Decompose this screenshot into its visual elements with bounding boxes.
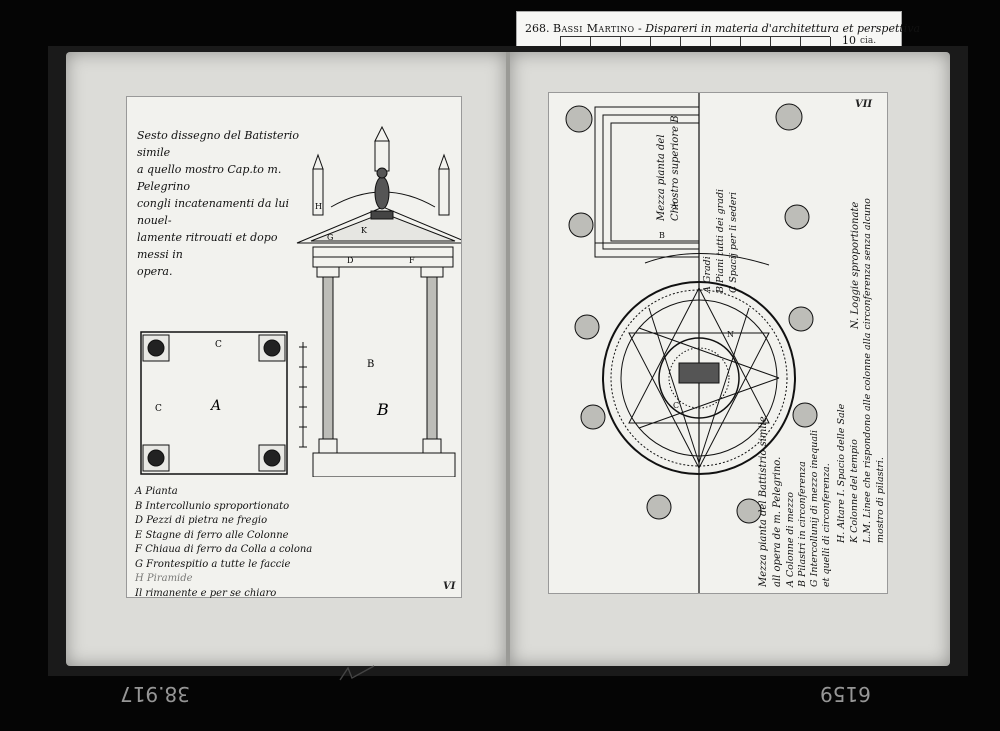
right-page: A B C N Mezza pianta del Chiostro superi…	[510, 52, 950, 666]
half-plan-drawing: A B C N	[565, 93, 818, 593]
plate-caption: Sesto dissegno del Batisterio simile a q…	[137, 129, 299, 278]
handwritten-number-right: 6159	[820, 682, 871, 706]
column-markers	[565, 103, 818, 524]
label-text: 268. Bassi Martino - Dispareri in materi…	[525, 22, 921, 35]
arch-elevation	[296, 125, 461, 477]
svg-text:N: N	[727, 330, 734, 339]
left-page-number: VI	[443, 581, 456, 592]
inner-title: Mezza pianta del Chiostro superiore B	[656, 115, 681, 221]
author-name: Bassi Martino	[553, 22, 635, 35]
elevation-letter-g: G	[327, 233, 333, 242]
left-page: Sesto dissegno del Batisterio simile a q…	[66, 52, 506, 681]
plate-legend: A Pianta B Intercollunio sproportionato …	[135, 486, 313, 599]
handwritten-number-left: 38.917	[120, 682, 190, 706]
elevation-letter-b: B	[367, 359, 374, 370]
ruler-suffix: cia.	[860, 36, 877, 46]
elevation-letter-d: D	[347, 256, 353, 265]
archive-label: 268. Bassi Martino - Dispareri in materi…	[516, 11, 920, 51]
svg-text:A: A	[670, 201, 677, 210]
book-gutter	[506, 52, 512, 666]
elevation-letter-k: K	[361, 226, 368, 235]
plan-square	[140, 331, 288, 475]
svg-text:C: C	[673, 401, 679, 410]
book-spread: Sesto dissegno del Batisterio simile a q…	[48, 46, 968, 681]
legend-plan-title: Mezza pianta del Battistrio simile all o…	[758, 416, 783, 587]
catalog-number: 268.	[525, 22, 550, 35]
book-title: Dispareri in materia d'architettura et p…	[645, 22, 921, 35]
legend-columns: A Colonne di mezzo B Pilastri in circonf…	[785, 429, 832, 587]
left-plate: Sesto dissegno del Batisterio simile a q…	[126, 96, 462, 599]
elevation-letter-f: F	[409, 256, 415, 265]
right-plate: A B C N Mezza pianta del Chiostro superi…	[548, 92, 888, 594]
scale-ruler	[560, 36, 831, 47]
elevation-letter-b-large: B	[376, 400, 389, 419]
ruler-mark: 10	[842, 34, 856, 47]
plan-letter-a: A	[209, 398, 221, 414]
right-page-number: VII	[855, 99, 873, 110]
legend-loggie: N. Loggie sproportionate	[850, 201, 861, 329]
elevation-letter-h: H	[315, 202, 322, 211]
svg-text:B: B	[659, 231, 665, 240]
plan-geometry	[594, 93, 796, 593]
legend-top: A Gradi B Piani tutti dei gradi C Spacij…	[702, 188, 739, 293]
scale-bar	[299, 342, 307, 448]
plan-letter-c-top: C	[215, 340, 222, 350]
plan-letter-c-left: C	[155, 404, 162, 414]
baptistery-elevation-drawing: A C C	[140, 125, 461, 477]
pencil-mark	[339, 665, 375, 681]
